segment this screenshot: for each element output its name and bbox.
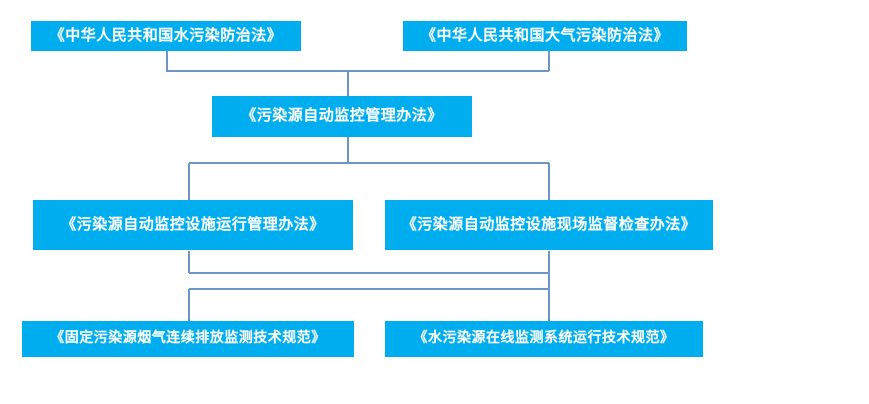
node-label: 《污染源自动监控管理办法》 [241,108,443,125]
node-air-pollution-prevention-law[interactable]: 《中华人民共和国大气污染防治法》 [403,21,687,51]
node-onsite-supervision-inspection-measures[interactable]: 《污染源自动监控设施现场监督检查办法》 [385,200,713,250]
node-label: 《固定污染源烟气连续排放监测技术规范》 [50,331,326,347]
edge-water-law-to-auto-mgmt [166,51,549,72]
node-water-pollution-prevention-law[interactable]: 《中华人民共和国水污染防治法》 [31,21,301,51]
node-label: 《中华人民共和国水污染防治法》 [49,27,283,44]
node-stationary-source-cems-technical-specification[interactable]: 《固定污染源烟气连续排放监测技术规范》 [22,321,354,357]
node-label: 《中华人民共和国大气污染防治法》 [420,27,669,44]
node-label: 《污染源自动监控设施运行管理办法》 [61,216,325,233]
node-label: 《污染源自动监控设施现场监督检查办法》 [401,216,697,233]
node-facility-operation-management-measures[interactable]: 《污染源自动监控设施运行管理办法》 [33,200,353,250]
node-label: 《水污染源在线监测系统运行技术规范》 [413,331,675,347]
node-automatic-monitoring-management-measures[interactable]: 《污染源自动监控管理办法》 [212,96,472,137]
node-water-online-monitoring-technical-specification[interactable]: 《水污染源在线监测系统运行技术规范》 [385,321,703,357]
